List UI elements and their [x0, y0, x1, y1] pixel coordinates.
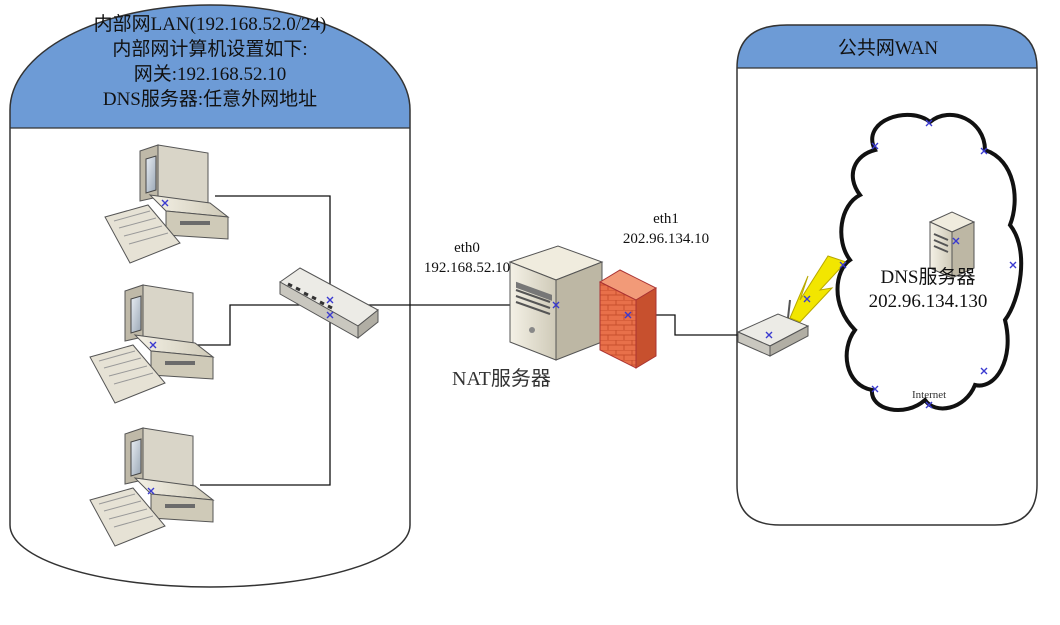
lan-title-line: 网关:192.168.52.10	[133, 64, 287, 85]
lan-zone	[9, 4, 411, 588]
firewall-icon	[598, 269, 658, 369]
link-pc3-switch	[200, 305, 331, 486]
wan-zone-title: 公共网WAN	[837, 38, 939, 59]
link-pc1-switch	[215, 195, 331, 305]
wan-header-band	[737, 25, 1037, 68]
desktop-computer-icon	[89, 427, 215, 547]
nat-server-label: NAT服务器	[452, 368, 551, 390]
tower-server-icon	[508, 245, 604, 361]
eth0-name: eth0	[454, 240, 480, 256]
lan-title-line: 内部网计算机设置如下:	[112, 39, 308, 60]
wan-zone	[736, 24, 1038, 526]
eth0-label: eth0 192.168.52.10	[412, 238, 522, 278]
dns-server-name: DNS服务器	[880, 267, 976, 288]
tower-server-icon	[928, 211, 976, 279]
desktop-computer-icon	[89, 284, 215, 404]
eth1-label: eth1 202.96.134.10	[606, 209, 726, 249]
dns-server-ip: 202.96.134.130	[868, 291, 988, 312]
eth1-ip: 202.96.134.10	[622, 231, 710, 247]
desktop-computer-icon	[104, 144, 230, 264]
lan-zone-title: 内部网LAN(192.168.52.0/24) 内部网计算机设置如下: 网关:1…	[30, 12, 390, 112]
network-switch-icon	[279, 267, 379, 340]
eth0-ip: 192.168.52.10	[423, 260, 511, 276]
cloud-label: Internet	[912, 389, 947, 401]
internet-cloud-icon	[835, 112, 1024, 413]
lan-title-line: 内部网LAN(192.168.52.0/24)	[93, 14, 327, 35]
lan-title-line: DNS服务器:任意外网地址	[102, 89, 318, 110]
connector-markers	[147, 119, 1017, 495]
dns-server-label: DNS服务器 202.96.134.130	[848, 266, 1008, 314]
wireless-router-icon	[736, 299, 810, 357]
eth1-name: eth1	[653, 211, 679, 227]
